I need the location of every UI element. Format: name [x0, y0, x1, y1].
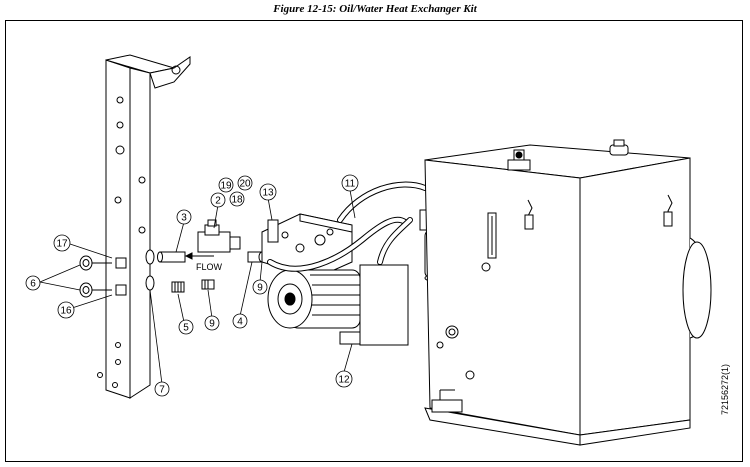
fitting-9-lower [201, 279, 215, 290]
mounting-bracket [97, 54, 191, 399]
valve-assembly [184, 219, 241, 260]
svg-text:12: 12 [338, 375, 350, 386]
svg-text:17: 17 [56, 239, 68, 250]
svg-text:11: 11 [345, 179, 356, 190]
fitting-5 [171, 281, 185, 293]
svg-text:6: 6 [30, 279, 36, 290]
callout-6: 6 [25, 275, 41, 291]
callout-11: 11 [341, 174, 359, 192]
callout-20: 20 [237, 175, 253, 191]
callout-19: 19 [218, 177, 234, 193]
drawing-number: 72156272(1) [720, 364, 730, 415]
svg-text:9: 9 [257, 283, 263, 294]
svg-text:7: 7 [159, 385, 165, 396]
svg-text:20: 20 [239, 179, 251, 190]
callout-13: 13 [259, 183, 277, 201]
svg-text:16: 16 [60, 306, 72, 317]
bolt-6-16-17 [79, 255, 112, 298]
callout-7: 7 [154, 381, 170, 397]
svg-text:2: 2 [215, 196, 221, 207]
figure-title: Figure 12-15: Oil/Water Heat Exchanger K… [273, 3, 477, 15]
hose-11 [267, 181, 428, 272]
callout-16: 16 [57, 301, 75, 319]
callout-17: 17 [53, 234, 71, 252]
svg-text:19: 19 [220, 181, 232, 192]
callout-9-lower: 9 [204, 315, 220, 331]
leader-lines [39, 189, 356, 385]
callout-12: 12 [335, 370, 353, 388]
spacer-3 [157, 251, 186, 263]
svg-text:3: 3 [181, 213, 187, 224]
svg-text:18: 18 [231, 195, 243, 206]
callout-5: 5 [178, 319, 194, 335]
svg-text:13: 13 [262, 188, 274, 199]
svg-text:5: 5 [183, 323, 189, 334]
callout-3: 3 [176, 209, 192, 225]
callout-4: 4 [232, 313, 248, 329]
callout-9-upper: 9 [252, 279, 268, 295]
svg-text:4: 4 [237, 317, 243, 328]
callout-2: 2 [210, 192, 226, 208]
washer-7 [145, 249, 155, 291]
callout-18: 18 [229, 191, 245, 207]
svg-text:9: 9 [209, 319, 215, 330]
flow-label: FLOW [196, 262, 223, 272]
drawing-frame [5, 20, 743, 462]
callouts: 2 3 4 5 6 7 9 9 [25, 174, 359, 397]
reservoir-tank [424, 139, 712, 446]
electric-motor [267, 264, 409, 346]
